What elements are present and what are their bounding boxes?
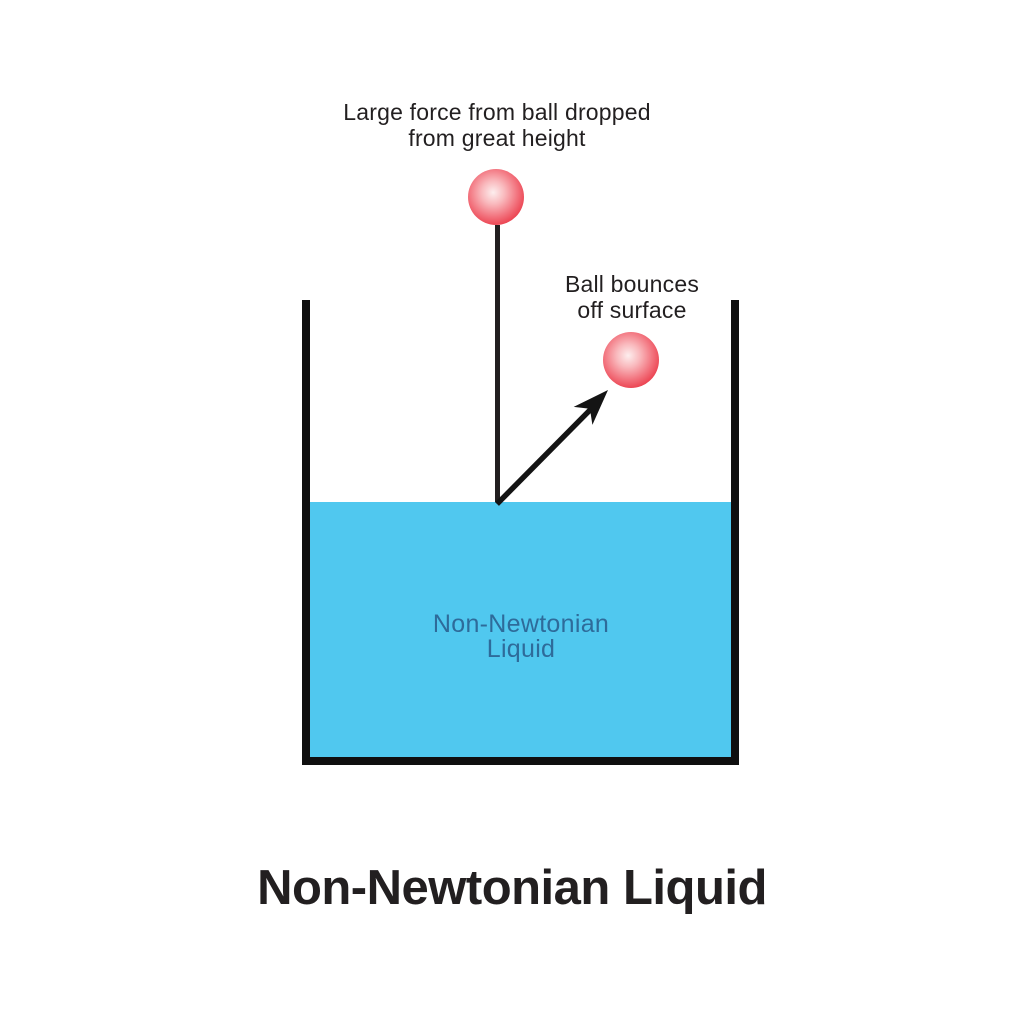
drop-path-line	[495, 225, 500, 504]
drop-annotation-line2: from great height	[408, 125, 586, 151]
dropped-ball-icon	[468, 169, 524, 225]
liquid-label: Non-Newtonian Liquid	[371, 612, 671, 662]
drop-annotation-line1: Large force from ball dropped	[343, 99, 651, 125]
liquid-fill	[310, 502, 731, 757]
bounce-annotation-line2: off surface	[577, 297, 687, 323]
bouncing-ball-icon	[603, 332, 659, 388]
bounce-annotation: Ball bounces off surface	[532, 271, 732, 323]
liquid-label-line1: Non-Newtonian	[432, 610, 610, 638]
beaker-bottom-wall	[302, 757, 739, 765]
beaker-right-wall	[731, 300, 739, 765]
drop-annotation: Large force from ball dropped from great…	[297, 99, 697, 151]
bounce-annotation-line1: Ball bounces	[564, 271, 700, 297]
beaker-left-wall	[302, 300, 310, 765]
liquid-label-line2: Liquid	[486, 635, 556, 663]
bounce-arrow-shaft	[495, 407, 593, 506]
bounce-arrow-head	[573, 390, 608, 425]
page-title: Non-Newtonian Liquid	[257, 861, 767, 915]
